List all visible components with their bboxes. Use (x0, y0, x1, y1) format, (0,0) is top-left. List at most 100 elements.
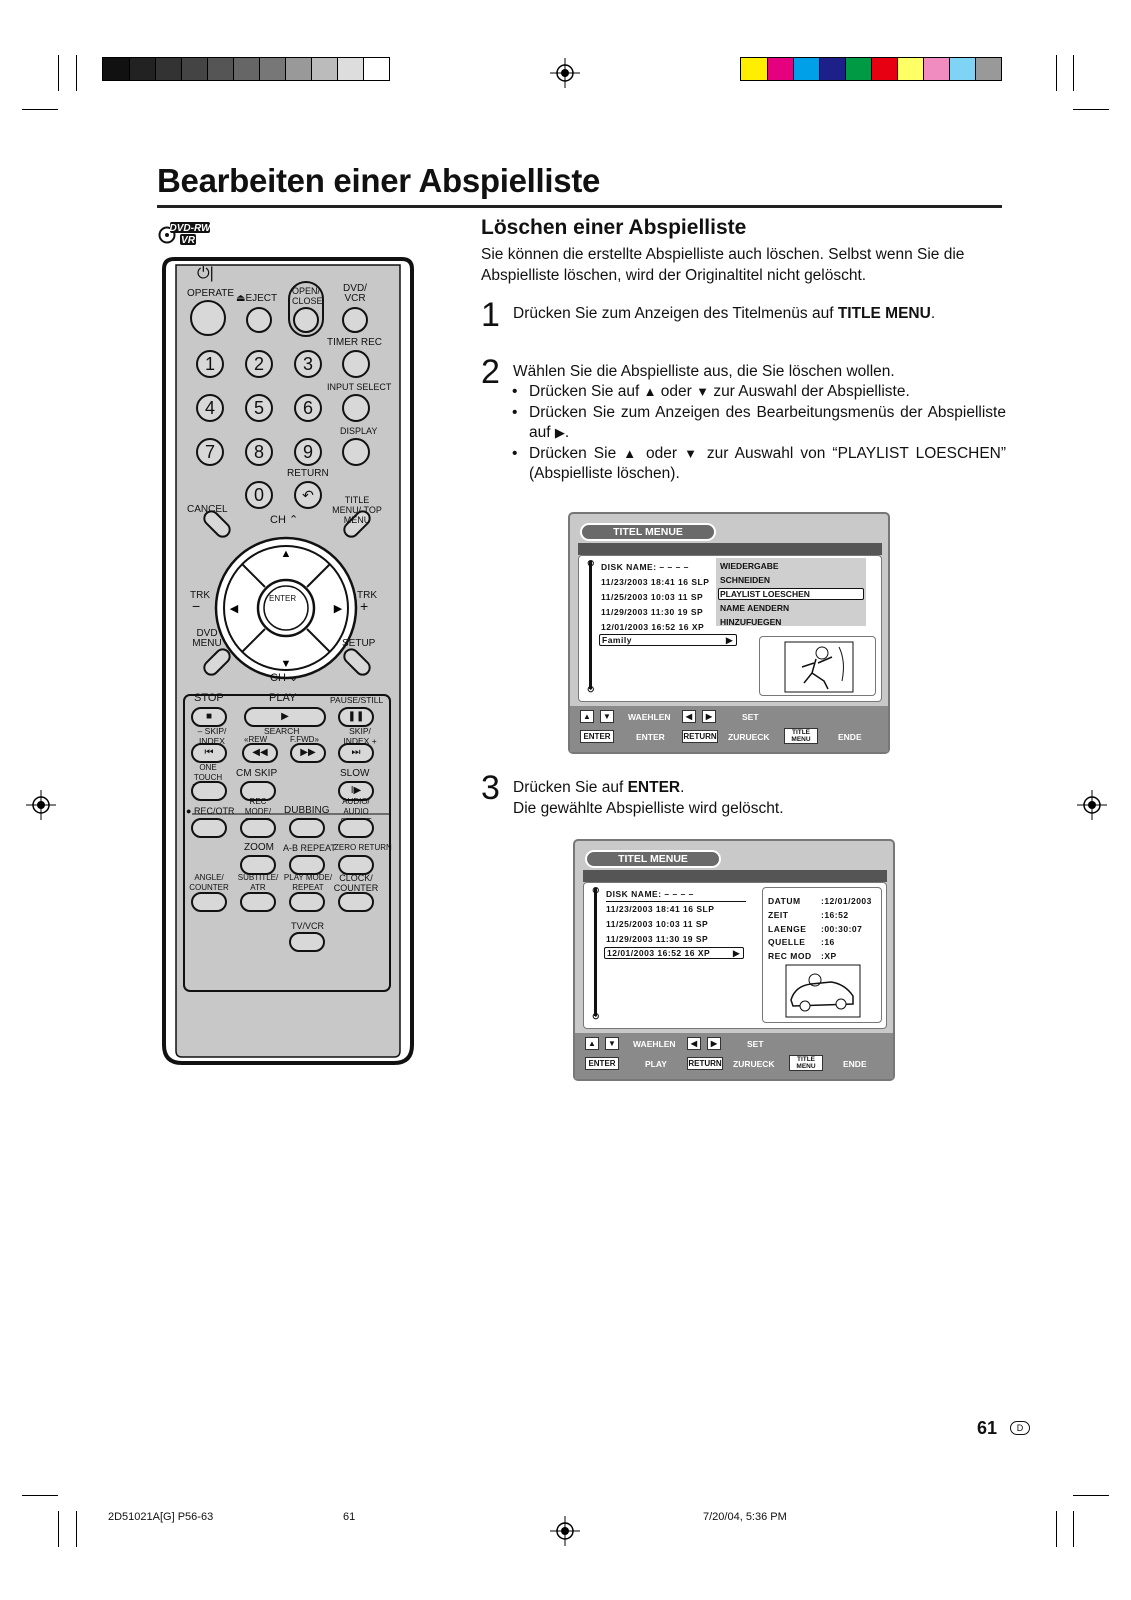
step-3-text: Drücken Sie auf ENTER. (513, 779, 685, 796)
rec-mode-button[interactable] (240, 818, 276, 838)
tv-vcr-button[interactable] (289, 932, 325, 952)
color-swatch (923, 58, 949, 80)
open-close-button[interactable] (293, 307, 319, 333)
timer-rec-button[interactable] (342, 350, 370, 378)
up-key-icon: ▲ (580, 710, 594, 723)
audio-button[interactable] (338, 818, 374, 838)
dvd-vcr-button[interactable] (342, 307, 368, 333)
color-swatch (363, 58, 389, 80)
stop-label: STOP (194, 692, 224, 704)
color-swatch (103, 58, 129, 80)
return-button[interactable]: ↶ (294, 481, 322, 509)
skip-forward-button[interactable]: ⏭ (338, 743, 374, 763)
osd-header-bar (578, 543, 882, 555)
number-6-button[interactable]: 6 (294, 394, 322, 422)
doc-code: 2D51021A[G] P56-63 (108, 1511, 214, 1523)
step-2-bullet-1: •Drücken Sie auf ▲ oder ▼ zur Auswahl de… (512, 383, 910, 400)
zoom-label: ZOOM (244, 842, 274, 853)
remote-body: ▲ ▼ ◀ ▶ (162, 257, 414, 1065)
zero-return-label: ZERO RETURN (334, 843, 392, 852)
clock-button[interactable] (338, 892, 374, 912)
color-swatch (949, 58, 975, 80)
color-swatch (129, 58, 155, 80)
play-mode-button[interactable] (289, 892, 325, 912)
zoom-button[interactable] (240, 855, 276, 875)
color-swatch (871, 58, 897, 80)
skip-back-button[interactable]: ⏮ (191, 743, 227, 763)
number-0-button[interactable]: 0 (245, 481, 273, 509)
info-key: QUELLE (768, 937, 806, 947)
play-button[interactable]: ▶ (244, 707, 326, 727)
step-3-number: 3 (481, 769, 500, 807)
subtitle-label: SUBTITLE/ ATR (237, 873, 279, 892)
menu-item-wiedergabe[interactable]: WIEDERGABE (720, 561, 779, 571)
number-4-button[interactable]: 4 (196, 394, 224, 422)
slow-button[interactable]: I▶ (338, 781, 374, 801)
display-button[interactable] (342, 438, 370, 466)
car-thumbnail (785, 964, 861, 1018)
svg-text:▶: ▶ (334, 603, 343, 615)
one-touch-repeat-button[interactable] (191, 781, 227, 801)
timer-rec-label: TIMER REC (327, 337, 382, 348)
color-swatch (845, 58, 871, 80)
osd-footer: ▲ ▼ WAEHLEN ◀ ▶ SET ENTER PLAY RETURN ZU… (575, 1033, 893, 1079)
number-5-button[interactable]: 5 (245, 394, 273, 422)
right-key-icon: ▶ (707, 1037, 721, 1050)
input-select-button[interactable] (342, 394, 370, 422)
registration-mark-top (550, 58, 580, 88)
dubbing-button[interactable] (289, 818, 325, 838)
menu-item-name-aendern[interactable]: NAME AENDERN (720, 603, 790, 613)
ffwd-button[interactable]: ▶▶ (290, 743, 326, 763)
stop-button[interactable]: ■ (191, 707, 227, 727)
enter-button[interactable]: ENTER (269, 594, 297, 603)
number-2-button[interactable]: 2 (245, 350, 273, 378)
number-8-button[interactable]: 8 (245, 438, 273, 466)
angle-button[interactable] (191, 892, 227, 912)
cancel-label: CANCEL (187, 504, 228, 515)
print-page: 61 (343, 1511, 356, 1523)
step-1-text: Drücken Sie zum Anzeigen des Titelmenüs … (513, 305, 936, 322)
disk-name: DISK NAME: – – – – (601, 562, 689, 572)
down-triangle-icon: ▼ (684, 446, 700, 461)
number-1-button[interactable]: 1 (196, 350, 224, 378)
color-swatch (793, 58, 819, 80)
number-7-button[interactable]: 7 (196, 438, 224, 466)
selected-list-item[interactable]: 12/01/2003 16:52 16 XP▶ (604, 947, 744, 959)
skater-thumbnail (784, 641, 854, 693)
svg-text:◀: ◀ (230, 603, 239, 615)
info-key: LAENGE (768, 924, 807, 934)
number-9-button[interactable]: 9 (294, 438, 322, 466)
scroll-up-icon: ⊙ (592, 885, 601, 895)
intro-paragraph: Sie können die erstellte Abspielliste au… (481, 246, 965, 284)
rew-button[interactable]: ◀◀ (242, 743, 278, 763)
osd-screen-title-menu-after: TITEL MENUE ⊙ ⊙ DISK NAME: – – – – 11/23… (573, 839, 895, 1081)
page-title: Bearbeiten einer Abspielliste (157, 162, 601, 199)
selected-playlist[interactable]: Family▶ (599, 634, 737, 646)
menu-item-playlist-loeschen[interactable]: PLAYLIST LOESCHEN (718, 588, 864, 600)
ab-repeat-button[interactable] (289, 855, 325, 875)
pause-button[interactable]: ❚❚ (338, 707, 374, 727)
eject-button[interactable] (246, 307, 272, 333)
menu-item-hinzufuegen[interactable]: HINZUFUEGEN (720, 617, 782, 627)
svg-text:▼: ▼ (281, 658, 292, 670)
language-badge: D (1010, 1421, 1030, 1435)
dubbing-label: DUBBING (284, 805, 330, 816)
scrollbar (594, 888, 597, 1016)
cm-skip-button[interactable] (240, 781, 276, 801)
down-key-icon: ▼ (605, 1037, 619, 1050)
menu-item-schneiden[interactable]: SCHNEIDEN (720, 575, 771, 585)
subtitle-button[interactable] (240, 892, 276, 912)
scrollbar (589, 561, 592, 689)
scroll-up-icon: ⊙ (587, 558, 596, 568)
info-value: :16:52 (821, 910, 849, 920)
dvd-menu-label: DVD MENU (192, 628, 222, 649)
play-arrow-icon: ▶ (732, 948, 740, 958)
ch-down-label: CH ⌄ (270, 672, 299, 684)
play-label: PLAY (269, 692, 297, 704)
operate-button[interactable] (190, 300, 226, 336)
zero-return-button[interactable] (338, 855, 374, 875)
footer-label: ENDE (843, 1059, 867, 1069)
rec-otr-label: ● REC/OTR (186, 806, 235, 816)
number-3-button[interactable]: 3 (294, 350, 322, 378)
rec-otr-button[interactable] (191, 818, 227, 838)
